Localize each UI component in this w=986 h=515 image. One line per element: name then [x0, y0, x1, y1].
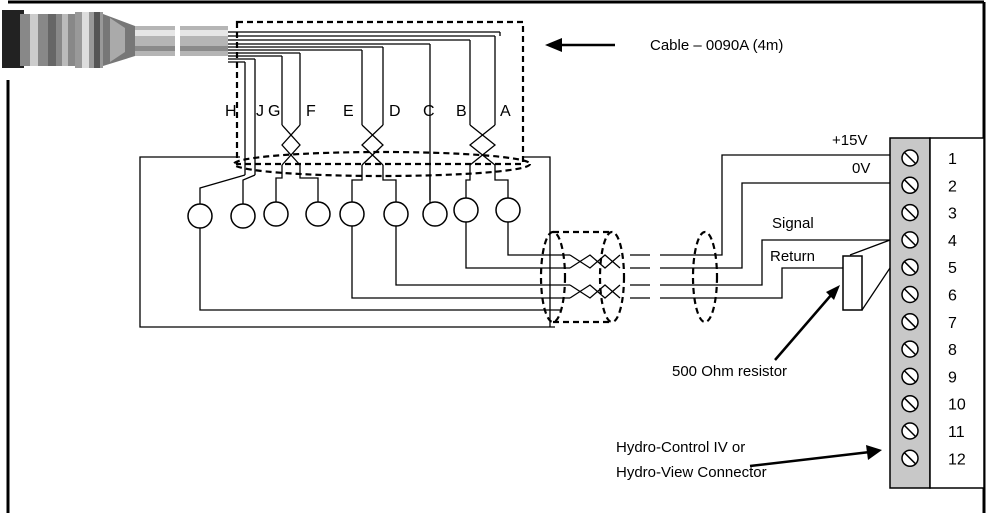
terminal-number-11: 11 — [948, 424, 965, 441]
terminal-screw-slot-10 — [903, 397, 917, 411]
connector-label-line1: Hydro-Control IV or — [616, 439, 745, 456]
cable-fanout-wires — [228, 31, 501, 200]
wire-label-a: A — [500, 103, 511, 120]
terminal-screw-slot-5 — [903, 260, 917, 274]
pin-g — [263, 201, 289, 227]
cable-shield-outline — [235, 20, 525, 166]
terminal-screw-slot-7 — [903, 315, 917, 329]
terminal-number-10: 10 — [948, 397, 966, 414]
pin-c — [422, 201, 448, 227]
cable-plug — [2, 10, 228, 68]
resistor-label: 500 Ohm resistor — [672, 363, 787, 380]
plus15v-label: +15V — [832, 132, 867, 149]
pin-f — [305, 201, 331, 227]
terminal-screw-slot-12 — [903, 451, 917, 465]
wire-label-g: G — [268, 103, 280, 120]
terminal-screw-slot-2 — [903, 178, 917, 192]
terminal-screw-slot-1 — [903, 151, 917, 165]
pin-lead-wires — [199, 165, 509, 205]
wire-label-f: F — [306, 103, 316, 120]
terminal-number-9: 9 — [948, 369, 957, 386]
cable-arrow — [545, 38, 615, 52]
terminal-screw-slot-8 — [903, 342, 917, 356]
wire-label-c: C — [423, 103, 435, 120]
pin-j — [230, 203, 256, 229]
twisted-pairs-top — [281, 124, 497, 166]
return-label: Return — [770, 248, 815, 265]
terminal-number-2: 2 — [948, 178, 957, 195]
connector-pins — [187, 197, 521, 229]
terminal-number-6: 6 — [948, 288, 957, 305]
shield-ellipse-2 — [598, 230, 626, 324]
wire-label-b: B — [456, 103, 467, 120]
terminal-number-4: 4 — [948, 233, 957, 250]
wire-label-h: H — [225, 103, 237, 120]
wire-label-j: J — [256, 103, 264, 120]
zero-v-label: 0V — [852, 160, 870, 177]
terminal-number-1: 1 — [948, 151, 957, 168]
connector-arrow — [749, 445, 882, 468]
terminal-number-7: 7 — [948, 315, 957, 332]
shield-ellipse-3 — [691, 230, 719, 324]
resistor-body — [842, 255, 863, 311]
terminal-number-strip — [929, 137, 985, 489]
pin-b — [453, 197, 479, 223]
terminal-number-8: 8 — [948, 342, 957, 359]
wire-label-e: E — [343, 103, 354, 120]
signal-label: Signal — [772, 215, 814, 232]
terminal-number-3: 3 — [948, 206, 957, 223]
resistor-arrow — [774, 285, 840, 361]
wire-label-d: D — [389, 103, 401, 120]
pin-e — [339, 201, 365, 227]
cable-shield-ellipse — [232, 150, 532, 178]
terminal-number-12: 12 — [948, 451, 966, 468]
connector-label-line2: Hydro-View Connector — [616, 464, 767, 481]
terminal-screw-slot-9 — [903, 369, 917, 383]
terminal-screw-slot-6 — [903, 287, 917, 302]
pin-a — [495, 197, 521, 223]
pin-h — [187, 203, 213, 229]
shield-ellipse-1 — [539, 230, 567, 324]
wire-letter-labels: H J G F E D C B A — [225, 103, 511, 120]
terminal-number-5: 5 — [948, 260, 957, 277]
terminal-block-body — [889, 137, 931, 489]
signal-wires — [139, 154, 891, 328]
cable-label: Cable – 0090A (4m) — [650, 37, 783, 54]
terminal-screw-slot-11 — [903, 424, 917, 438]
terminal-screw-slot-3 — [903, 206, 917, 220]
pin-d — [383, 201, 409, 227]
terminal-screw-slot-4 — [903, 233, 917, 247]
